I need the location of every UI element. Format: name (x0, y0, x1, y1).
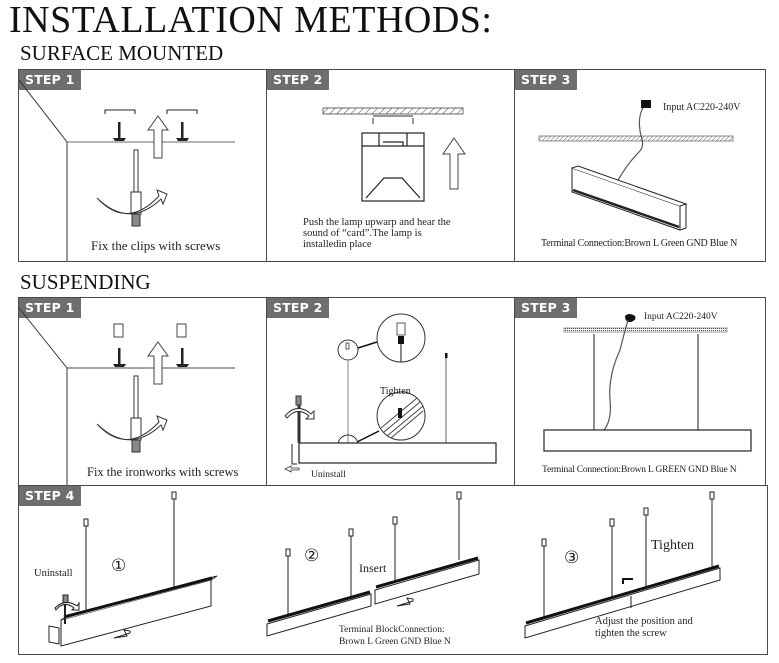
step-badge: STEP 4 (19, 486, 82, 506)
suspension-detail-illustration (284, 313, 497, 473)
cable (603, 319, 629, 431)
linear-lamp (571, 165, 688, 231)
suspended-lamp-illustration (543, 314, 752, 452)
substep-number: ② (304, 546, 320, 565)
up-arrow-icon (147, 341, 169, 385)
tighten-label: Tighten (380, 386, 411, 397)
caption-line: installedin place (303, 239, 372, 250)
clip-icon (104, 109, 198, 114)
caption-line: Brown L Green GND Blue N (339, 637, 451, 647)
step-caption: Terminal Connection:Brown L Green GND Bl… (541, 238, 738, 249)
input-voltage-label: Input AC220-240V (663, 102, 741, 113)
caption-line: Terminal BlockConnection: (339, 625, 445, 635)
ceiling-hatch (322, 107, 464, 115)
section-heading-surface-mounted: SURFACE MOUNTED (20, 41, 224, 65)
surface-lamp-illustration (538, 100, 734, 231)
uninstall-label: Uninstall (311, 470, 346, 480)
substep-1-illustration (48, 491, 218, 647)
substep-number: ① (111, 556, 127, 575)
ceiling-bar (563, 327, 728, 333)
terminal-block-icon (641, 100, 651, 108)
input-voltage-label: Input AC220-240V (644, 312, 718, 322)
hex-key-icon (622, 578, 633, 584)
lamp-body (298, 442, 497, 464)
terminal-block-icon (625, 314, 636, 323)
suspending-step-1-panel: STEP 1 Fix the ironworks with screws (18, 297, 268, 487)
caption-line: tighten the screw (595, 628, 667, 639)
step-badge: STEP 3 (515, 298, 578, 318)
lamp-body (543, 429, 752, 452)
ironworks-screw-illustration (19, 307, 235, 486)
left-arrow-icon (113, 629, 131, 639)
suspending-step-3-panel: STEP 3 Input AC220-240V Terminal Connect… (514, 297, 766, 487)
substep-caption: Adjust the position and tighten the scre… (595, 616, 693, 640)
surface-step-1-panel: STEP 1 Fix the clips with screws (18, 69, 268, 262)
caption-line: Push the lamp upwarp and hear the (303, 217, 451, 228)
step-badge: STEP 1 (19, 70, 82, 90)
multi-lamp-connection-illustration (48, 491, 721, 647)
left-arrow-icon (396, 597, 414, 607)
screwdriver-icon (284, 395, 315, 443)
lamp-profile-illustration (322, 107, 466, 202)
substep-caption: Terminal BlockConnection: Brown L Green … (339, 624, 451, 648)
caption-line: sound of “card”.The lamp is (303, 228, 422, 239)
surface-step-3-panel: STEP 3 Input AC220-240V Terminal Connect… (514, 69, 766, 262)
page-title: INSTALLATION METHODS: (9, 0, 493, 41)
step-badge: STEP 1 (19, 298, 82, 318)
up-arrow-icon (147, 115, 169, 159)
caption-line: Adjust the position and (595, 616, 693, 627)
uninstall-label: Uninstall (34, 568, 73, 579)
screwdriver-icon (96, 375, 168, 453)
tighten-label: Tighten (651, 538, 695, 553)
step-caption: Fix the ironworks with screws (87, 465, 239, 479)
section-heading-suspending: SUSPENDING (20, 270, 151, 294)
screw-icon (113, 122, 189, 141)
surface-step-2-panel: STEP 2 Push the lamp upwarp and hear the… (266, 69, 516, 262)
lamp-profile (361, 132, 425, 202)
step-caption: Push the lamp upwarp and hear the sound … (303, 217, 451, 250)
step-badge: STEP 3 (515, 70, 578, 90)
suspending-step-4-panel: STEP 4 (18, 485, 768, 655)
substep-3-illustration (524, 491, 721, 639)
step-caption: Terminal Connection:Brown L GREEN GND Bl… (542, 465, 737, 475)
up-arrow-icon (442, 137, 466, 190)
ceiling-hatch (538, 135, 734, 142)
step-badge: STEP 2 (267, 298, 330, 318)
substep-number: ③ (564, 548, 580, 567)
screwdriver-icon (96, 149, 168, 227)
substep-2-illustration (266, 491, 480, 637)
ironwork-icon (113, 323, 187, 338)
clip-screw-illustration (19, 79, 235, 261)
insert-label: Insert (359, 561, 387, 575)
suspending-step-2-panel: STEP 2 Tighten Uninstall (266, 297, 516, 487)
screw-icon (113, 348, 189, 367)
clip-icon (372, 115, 414, 124)
cable (616, 107, 644, 183)
step-caption: Fix the clips with screws (91, 238, 221, 253)
step-badge: STEP 2 (267, 70, 330, 90)
left-arrow-icon (284, 465, 300, 473)
